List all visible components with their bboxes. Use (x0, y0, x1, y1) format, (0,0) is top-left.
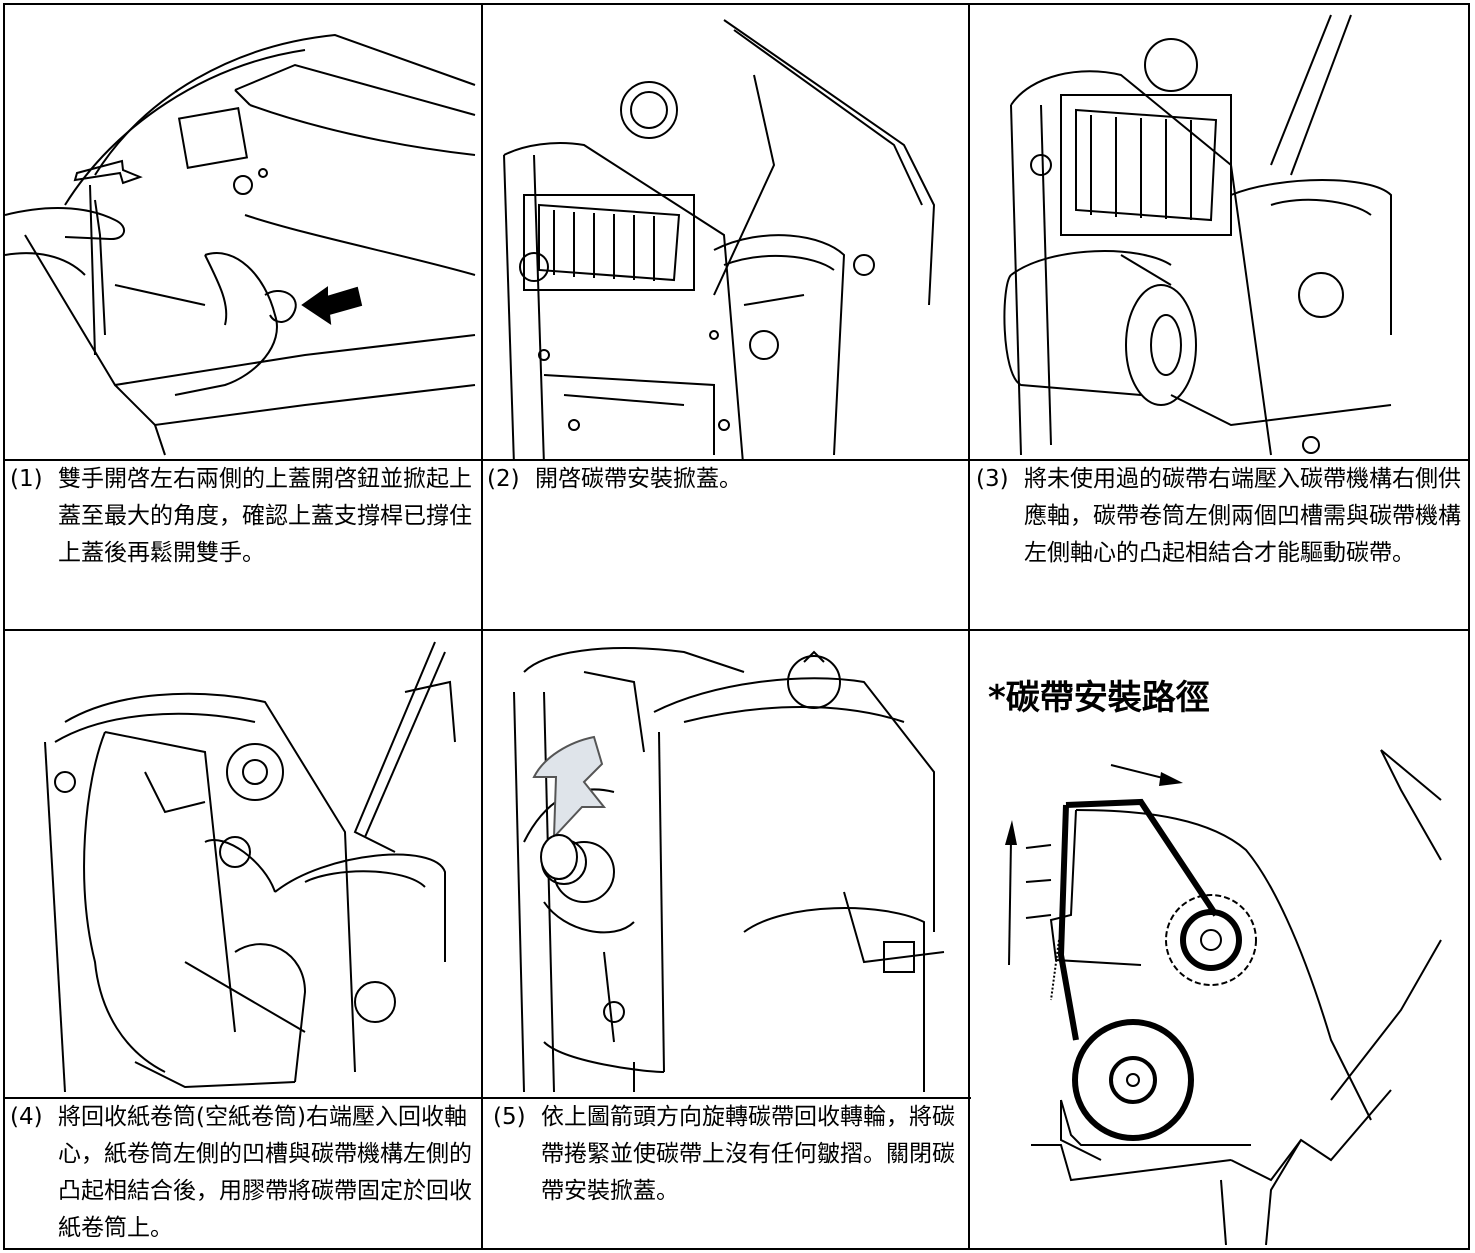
row-divider (3, 629, 1470, 631)
ribbon-path-diagram (971, 740, 1468, 1245)
step2-illustration (484, 5, 967, 459)
step-number: (3) (976, 466, 1009, 492)
step-number: (2) (487, 466, 520, 492)
row-divider (3, 1097, 971, 1099)
step-text: 依上圖箭頭方向旋轉碳帶回收轉輪，將碳帶捲緊並使碳帶上沒有任何皺摺。關閉碳帶安裝掀… (541, 1104, 955, 1204)
step1-illustration (5, 5, 481, 459)
step-text: 將未使用過的碳帶右端壓入碳帶機構右側供應軸，碳帶卷筒左側兩個凹槽需與碳帶機構左側… (1024, 466, 1461, 566)
step-text: 開啓碳帶安裝掀蓋。 (535, 466, 742, 492)
step-text: 雙手開啓左右兩側的上蓋開啓鈕並掀起上蓋至最大的角度，確認上蓋支撐桿已撐住上蓋後再… (58, 466, 472, 566)
step3-illustration (971, 5, 1468, 459)
row-divider (3, 459, 1470, 461)
step4-illustration (5, 632, 481, 1096)
column-divider (968, 3, 970, 1250)
column-divider (481, 3, 483, 1250)
step-number: (5) (493, 1104, 526, 1130)
step-text: 將回收紙卷筒(空紙卷筒)右端壓入回收軸心，紙卷筒左側的凹槽與碳帶機構左側的凸起相… (58, 1104, 472, 1241)
instruction-table (3, 3, 1470, 1250)
ribbon-path-title: *碳帶安裝路徑 (988, 678, 1210, 718)
step5-illustration (484, 632, 967, 1096)
step-number: (4) (10, 1104, 43, 1130)
step-number: (1) (10, 466, 43, 492)
